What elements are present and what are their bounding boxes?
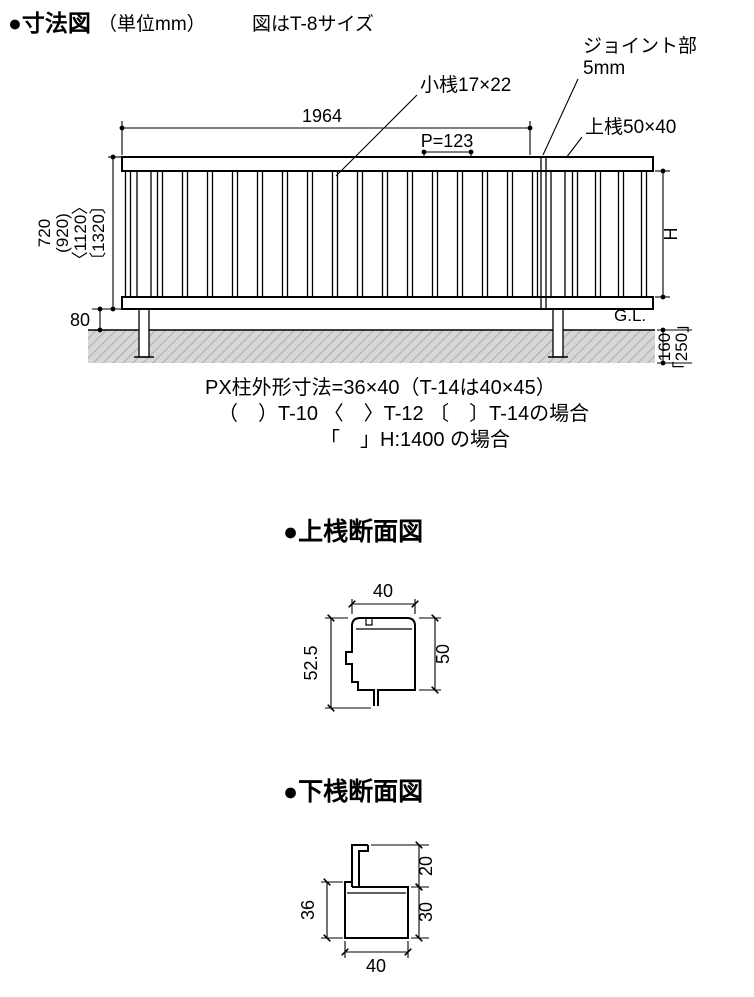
bottom-rail-fin-dimension: 20 (416, 856, 436, 876)
baluster (356, 170, 364, 298)
baluster (124, 170, 132, 298)
balusters (124, 170, 648, 298)
baluster (306, 170, 314, 298)
joint-label: ジョイント部 (583, 35, 697, 57)
top-rail-section-heading: ●上桟断面図 (283, 517, 423, 546)
top-rail-profile-notch (365, 618, 373, 626)
baluster (431, 170, 439, 298)
title-size-note: 図はT-8サイズ (252, 13, 374, 35)
fence-elevation (88, 156, 655, 363)
post (136, 170, 152, 298)
page-title: ●寸法図 (8, 10, 91, 36)
baluster (231, 170, 239, 298)
height-t14-dimension: 〔1320〕 (89, 197, 108, 269)
page-header: ●寸法図 （単位mm） 図はT-8サイズ (8, 10, 374, 36)
top-rail-cross-section: ●上桟断面図 40 52.5 50 (283, 517, 453, 712)
fence-dimensions: 1964 P=123 小桟17×22 ジョイント部 5mm 上桟50×40 72… (35, 35, 697, 378)
note-line-2: （ ）T-10 〈 〉T-12 〔 〕T-14の場合 (218, 402, 589, 425)
baluster (281, 170, 289, 298)
top-rail-width-dimension: 40 (373, 581, 393, 601)
baluster (406, 170, 414, 298)
note-line-1: PX柱外形寸法=36×40（T-14は40×45） (205, 376, 556, 399)
baluster (156, 170, 164, 298)
bottom-rail (121, 296, 654, 310)
baluster (506, 170, 514, 298)
pitch-dimension: P=123 (421, 131, 474, 151)
leader-line (565, 136, 583, 159)
baluster (331, 170, 339, 298)
baluster (456, 170, 464, 298)
bottom-rail-section-heading: ●下桟断面図 (283, 777, 423, 806)
bottom-rail-cross-section: ●下桟断面図 20 30 36 40 (283, 777, 436, 976)
top-rail (121, 156, 654, 172)
baluster (256, 170, 264, 298)
top-rail-profile (345, 617, 416, 706)
baluster (531, 170, 539, 298)
baluster-size-label: 小桟17×22 (420, 74, 511, 96)
top-rail-size-label: 上桟50×40 (585, 116, 676, 138)
baluster (481, 170, 489, 298)
top-rail-right-height-dimension: 50 (433, 644, 453, 664)
bottom-gap-dimension: 80 (70, 310, 90, 330)
width-dimension: 1964 (302, 106, 342, 126)
baluster (571, 170, 579, 298)
height-t10-dimension: (920) (53, 213, 72, 253)
top-rail-left-height-dimension: 52.5 (301, 645, 321, 680)
baluster (617, 170, 625, 298)
post (550, 170, 566, 298)
notes-block: PX柱外形寸法=36×40（T-14は40×45） （ ）T-10 〈 〉T-1… (205, 376, 589, 451)
baluster (594, 170, 602, 298)
ground-level-label: G.L. (614, 306, 646, 325)
bottom-rail-left-height-dimension: 36 (298, 900, 318, 920)
height-h-dimension: H (661, 228, 681, 241)
embed-dimension: 160 (655, 333, 674, 361)
ground-hatch (88, 330, 655, 363)
bottom-rail-right-height-dimension: 30 (416, 902, 436, 922)
note-line-3: 「 」H:1400 の場合 (320, 428, 510, 451)
bottom-rail-width-dimension: 40 (366, 956, 386, 976)
height-t12-dimension: 〈1120〉 (71, 198, 90, 269)
post-embedded (138, 308, 150, 358)
height-t8-dimension: 720 (35, 219, 54, 247)
baluster (381, 170, 389, 298)
leader-line (335, 94, 418, 177)
baluster (640, 170, 648, 298)
leader-line (542, 78, 579, 156)
post-embedded (552, 308, 564, 358)
title-unit-label: （単位mm） (98, 13, 206, 35)
bottom-rail-profile (344, 881, 409, 939)
baluster (181, 170, 189, 298)
embed-alt-dimension: 「250」 (672, 316, 691, 378)
joint-size-label: 5mm (583, 58, 625, 79)
baluster (206, 170, 214, 298)
bottom-rail-fin (351, 844, 369, 887)
